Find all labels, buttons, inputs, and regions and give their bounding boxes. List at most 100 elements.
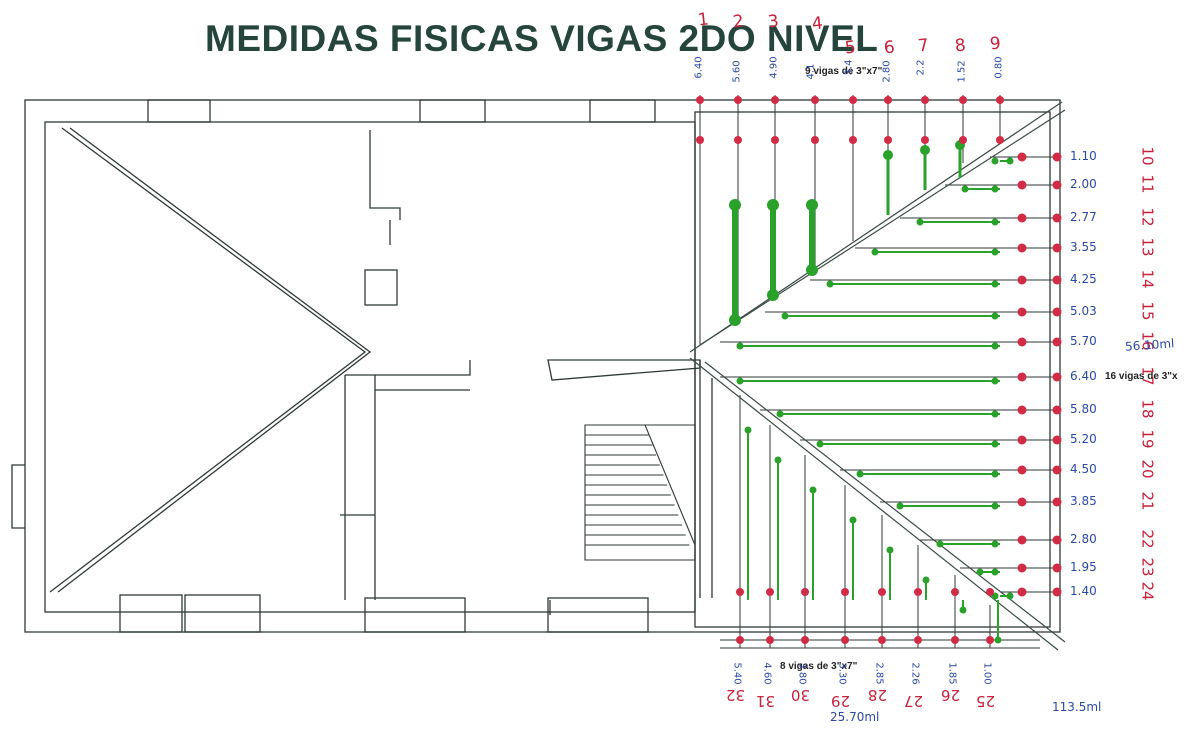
beam-grid [699, 95, 1055, 649]
bottom-beam-length: 3.80 [796, 662, 808, 685]
measure-end [736, 342, 744, 350]
partition-center [344, 360, 471, 600]
top-beam-length: 4.1 [805, 63, 817, 80]
beam-marker [1017, 587, 1027, 597]
total-bottom: 25.70ml [830, 710, 880, 724]
beam-marker [1052, 535, 1062, 545]
window-top-1 [147, 99, 211, 123]
roof-ridge-outer [49, 127, 367, 593]
measure-end [991, 377, 999, 385]
measure-end [961, 185, 969, 193]
beam-marker [696, 136, 704, 144]
right-beam-length: 5.70 [1070, 334, 1097, 348]
right-beam-number: 10 [1138, 146, 1157, 166]
measure-end [729, 199, 741, 211]
measure-end [991, 312, 999, 320]
beam-marker [1017, 213, 1027, 223]
beam-marker [1017, 497, 1027, 507]
top-beam-length: 5.60 [731, 60, 743, 83]
top-beam-length: 1.52 [956, 60, 968, 83]
beam-marker [1017, 337, 1027, 347]
measure-end [806, 199, 818, 211]
right-beam-length: 3.55 [1070, 240, 1097, 254]
column [364, 269, 398, 306]
outer-wall [24, 99, 1061, 633]
bottom-beam-length: 3.30 [836, 662, 848, 685]
bottom-beam-length: 1.85 [946, 662, 958, 685]
bottom-group-label: 8 vigas de 3"x7" [780, 661, 858, 672]
top-beam-length: 2.80 [881, 60, 893, 83]
beam-marker [959, 96, 967, 104]
right-beam-number: 13 [1138, 237, 1157, 257]
bottom-beam-length: 4.60 [761, 662, 773, 685]
bottom-beam-length: 1.00 [981, 662, 993, 685]
right-beam-length: 2.80 [1070, 532, 1097, 546]
measure-end [767, 199, 779, 211]
right-beam-number: 17 [1138, 366, 1157, 386]
bottom-beam-length: 2.85 [873, 662, 885, 685]
beam-marker [1052, 563, 1062, 573]
bottom-beam-length: 2.26 [909, 662, 921, 685]
window-top-3 [589, 99, 656, 123]
stair-steps [585, 434, 690, 546]
beam-marker [1017, 180, 1027, 190]
walls [11, 99, 1061, 633]
stair-diagonal [644, 424, 696, 546]
right-beam-number: 14 [1138, 269, 1157, 289]
beam-marker [996, 136, 1004, 144]
measure-end [1006, 157, 1014, 165]
right-beam-length: 6.40 [1070, 369, 1097, 383]
window-top-2 [419, 99, 486, 123]
beam-marker [1017, 152, 1027, 162]
measure-end [991, 410, 999, 418]
beam-marker [849, 96, 857, 104]
staircase [584, 424, 696, 561]
hip-line-lower [689, 357, 1059, 651]
measure-end [991, 568, 999, 576]
right-beam-length: 1.10 [1070, 149, 1097, 163]
beam-marker [914, 588, 922, 596]
window-bottom-1 [119, 594, 183, 633]
beam-marker [1052, 275, 1062, 285]
measure-end [767, 289, 779, 301]
partition-stair-wall [699, 360, 713, 598]
measure-end [991, 342, 999, 350]
right-beam-length: 1.95 [1070, 560, 1097, 574]
beam-marker [1052, 180, 1062, 190]
partition-right [547, 359, 701, 381]
beam-marker [1052, 243, 1062, 253]
beam-marker [1017, 563, 1027, 573]
beam-marker [1017, 307, 1027, 317]
beam-marker [1052, 497, 1062, 507]
beam-marker [1017, 535, 1027, 545]
top-beam-length: 3.4 [843, 59, 855, 76]
right-beam-length: 1.40 [1070, 584, 1097, 598]
bottom-beam-length: 5.40 [731, 662, 743, 685]
right-group-label: 16 vigas de 3"x [1105, 371, 1178, 382]
top-beam-length: 6.40 [693, 56, 705, 79]
beam-marker [1052, 405, 1062, 415]
measure-end [991, 248, 999, 256]
top-beam-number: 8 [953, 35, 967, 57]
measure-end [994, 636, 1002, 644]
partition-bottom [340, 514, 551, 615]
beam-marker [771, 136, 779, 144]
beam-marker [951, 588, 959, 596]
beam-marker [1052, 307, 1062, 317]
measure-end [920, 145, 930, 155]
beam-marker [734, 136, 742, 144]
measure-end [774, 456, 782, 464]
right-beam-number: 15 [1138, 301, 1157, 321]
total-overall: 113.5ml [1052, 700, 1102, 714]
measure-end [871, 248, 879, 256]
roof-lines [49, 127, 372, 593]
right-beam-number: 23 [1138, 557, 1157, 577]
beam-marker [696, 96, 704, 104]
measure-end [916, 218, 924, 226]
right-beam-number: 11 [1138, 174, 1157, 194]
beam-marker [1052, 465, 1062, 475]
bottom-beam-number: 26 [941, 686, 961, 704]
beam-marker [1017, 243, 1027, 253]
beam-marker [811, 136, 819, 144]
right-beam-length: 2.00 [1070, 177, 1097, 191]
